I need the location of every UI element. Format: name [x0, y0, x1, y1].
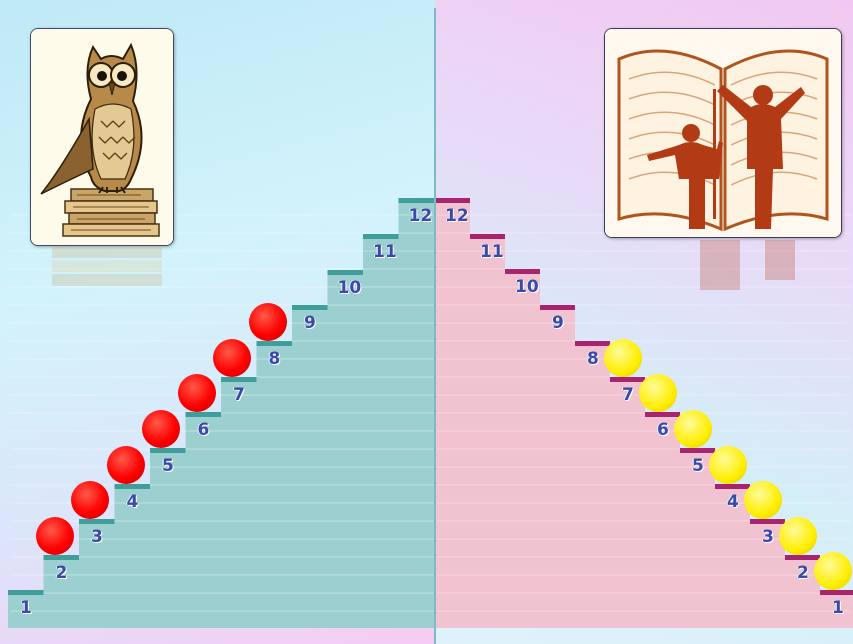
left-step-tread [79, 519, 115, 524]
right-step-tread [540, 305, 575, 310]
right-step-label: 3 [762, 527, 774, 547]
right-step-tread [645, 412, 680, 417]
left-step-label: 4 [127, 492, 139, 512]
center-divider [434, 8, 436, 644]
right-step-tread [785, 555, 820, 560]
right-step-tread [680, 448, 715, 453]
book-reflection [640, 238, 810, 290]
yellow-ball [674, 410, 712, 448]
yellow-ball [814, 552, 852, 590]
right-step-label: 8 [587, 349, 599, 369]
owl-picture [30, 28, 174, 246]
right-step-label: 6 [657, 420, 669, 440]
right-step-label: 2 [797, 563, 809, 583]
book-picture [604, 28, 842, 238]
right-step-label: 4 [727, 492, 739, 512]
right-step-tread [820, 590, 853, 595]
right-step-label: 9 [552, 313, 564, 333]
left-step-tread [186, 412, 222, 417]
red-ball [249, 303, 287, 341]
right-step-tread [575, 341, 610, 346]
left-step-label: 6 [198, 420, 210, 440]
right-step-label: 10 [515, 277, 539, 297]
right-step-tread [435, 198, 470, 203]
yellow-ball [604, 339, 642, 377]
right-step-label: 12 [445, 206, 469, 226]
red-ball [71, 481, 109, 519]
right-step-tread [505, 269, 540, 274]
left-step-tread [257, 341, 293, 346]
left-step-tread [8, 590, 44, 595]
yellow-ball [639, 374, 677, 412]
right-step-tread [715, 484, 750, 489]
left-step-tread [221, 377, 257, 382]
right-step-label: 1 [832, 598, 844, 618]
left-step-label: 10 [338, 278, 362, 298]
left-step-tread [399, 198, 435, 203]
left-step-label: 11 [373, 242, 397, 262]
red-ball [178, 374, 216, 412]
yellow-ball [779, 517, 817, 555]
yellow-ball [709, 446, 747, 484]
right-step-label: 5 [692, 456, 704, 476]
owl-reflection [52, 246, 162, 290]
left-step-tread [115, 484, 151, 489]
left-step-tread [150, 448, 186, 453]
right-step-tread [750, 519, 785, 524]
left-step-tread [363, 234, 399, 239]
left-step-label: 7 [233, 385, 245, 405]
left-step-label: 12 [409, 206, 433, 226]
left-step-label: 8 [269, 349, 281, 369]
left-step-label: 5 [162, 456, 174, 476]
yellow-ball [744, 481, 782, 519]
left-step-tread [328, 270, 364, 275]
left-step-label: 3 [91, 527, 103, 547]
left-step-tread [44, 555, 80, 560]
red-ball [142, 410, 180, 448]
left-step-label: 9 [304, 313, 316, 333]
red-ball [213, 339, 251, 377]
left-step-tread [292, 305, 328, 310]
red-ball [107, 446, 145, 484]
open-book-with-readers-icon [605, 29, 841, 237]
right-step-label: 7 [622, 385, 634, 405]
left-step-label: 1 [20, 598, 32, 618]
red-ball [36, 517, 74, 555]
owl-on-books-icon [31, 29, 173, 245]
left-step-label: 2 [56, 563, 68, 583]
right-step-tread [610, 377, 645, 382]
right-step-label: 11 [480, 242, 504, 262]
right-step-tread [470, 234, 505, 239]
